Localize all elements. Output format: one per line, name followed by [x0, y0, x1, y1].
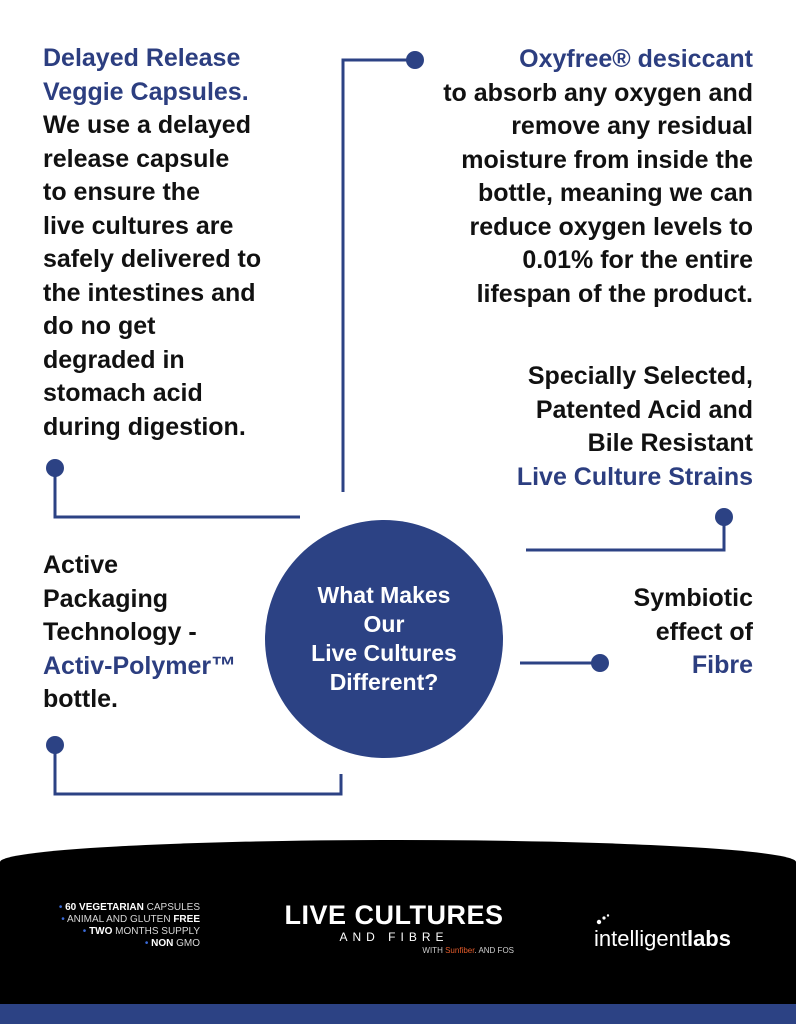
bullet-icon: • [82, 926, 90, 937]
oxyfree-line: moisture from inside the [461, 145, 753, 174]
delayed-release-line: during digestion. [43, 412, 246, 441]
center-line: What Makes [317, 582, 451, 608]
strains-line: Specially Selected, [527, 362, 753, 390]
brand-subtitle: AND FIBRE [339, 930, 449, 944]
connector-packaging [53, 745, 343, 796]
footer-band: • 60 VEGETARIAN CAPSULES • ANIMAL AND GL… [0, 840, 796, 1024]
delayed-release-line: do no get [43, 312, 156, 340]
oxyfree-line: remove any residual [511, 112, 753, 140]
delayed-release-line: stomach acid [43, 379, 203, 407]
brand-name: LIVE CULTURES [284, 900, 504, 930]
bullet-icon: • [61, 914, 67, 925]
packaging-highlight: Activ-Polymer™ [43, 651, 237, 680]
packaging-block: Active Packaging Technology - Activ-Poly… [43, 549, 283, 717]
delayed-release-line: safely delivered to [43, 245, 262, 273]
connector-strains [526, 517, 726, 552]
oxyfree-line: lifespan of the product. [476, 279, 753, 308]
oxyfree-title: Oxyfree® desiccant [519, 45, 753, 73]
packaging-line: Active [43, 551, 119, 579]
delayed-release-block: Delayed Release Veggie Capsules. We use … [43, 42, 323, 444]
center-circle: What Makes Our Live Cultures Different? [265, 520, 503, 758]
delayed-release-title-2: Veggie Capsules. [43, 77, 249, 106]
delayed-release-title-1: Delayed Release [43, 44, 241, 72]
node-strains [715, 508, 733, 526]
feature-list: • 60 VEGETARIAN CAPSULES • ANIMAL AND GL… [40, 902, 200, 950]
node-oxyfree [406, 51, 424, 69]
product-brand: LIVE CULTURES AND FIBRE WITH Sunfiber. A… [264, 900, 524, 957]
feature-item: • NON GMO [144, 938, 200, 949]
footer-stripe [0, 1004, 796, 1024]
connector-oxyfree [341, 58, 415, 492]
fibre-block: Symbiotic effect of Fibre [560, 582, 753, 683]
fibre-line: Symbiotic [633, 584, 753, 612]
strains-highlight: Live Culture Strains [516, 462, 753, 491]
delayed-release-line: live cultures are [43, 211, 234, 240]
center-line: Live Cultures [311, 640, 457, 666]
delayed-release-line: the intestines and [43, 278, 256, 307]
oxyfree-block: Oxyfree® desiccant to absorb any oxygen … [400, 43, 753, 311]
oxyfree-line: 0.01% for the entire [522, 246, 753, 274]
oxyfree-line: to absorb any oxygen and [443, 78, 753, 107]
node-packaging [46, 736, 64, 754]
strains-line: Patented Acid and [535, 395, 753, 424]
logo-part-1: intelligent [594, 926, 687, 951]
delayed-release-line: We use a delayed [43, 111, 251, 139]
packaging-tail: bottle. [43, 685, 118, 713]
bullet-icon: • [144, 938, 152, 949]
feature-item: • ANIMAL AND GLUTEN FREE [61, 914, 200, 925]
delayed-release-line: degraded in [43, 345, 185, 374]
delayed-release-line: to ensure the [43, 178, 200, 206]
oxyfree-line: bottle, meaning we can [477, 179, 753, 207]
center-question: What Makes Our Live Cultures Different? [294, 581, 474, 697]
packaging-line: Technology - [43, 618, 197, 646]
oxyfree-line: reduce oxygen levels to [469, 212, 753, 241]
center-line: Different? [329, 669, 439, 695]
logo-part-2: labs [686, 926, 731, 951]
strains-line: Bile Resistant [587, 429, 753, 457]
logo-dots-icon [596, 914, 610, 925]
fibre-line: effect of [655, 617, 753, 646]
feature-item: • 60 VEGETARIAN CAPSULES [58, 902, 200, 913]
company-logo: intelligentlabs [594, 926, 731, 952]
brand-tagline: WITH Sunfiber. AND FOS [422, 946, 514, 955]
packaging-line: Packaging [43, 584, 169, 613]
fibre-highlight: Fibre [691, 651, 753, 679]
delayed-release-line: release capsule [43, 144, 230, 173]
center-line: Our [363, 611, 405, 637]
node-fibre [591, 654, 609, 672]
connector-delayed-release [53, 468, 300, 519]
node-delayed-release [46, 459, 64, 477]
bullet-icon: • [58, 902, 66, 913]
feature-item: • TWO MONTHS SUPPLY [82, 926, 200, 937]
strains-block: Specially Selected, Patented Acid and Bi… [450, 360, 753, 494]
